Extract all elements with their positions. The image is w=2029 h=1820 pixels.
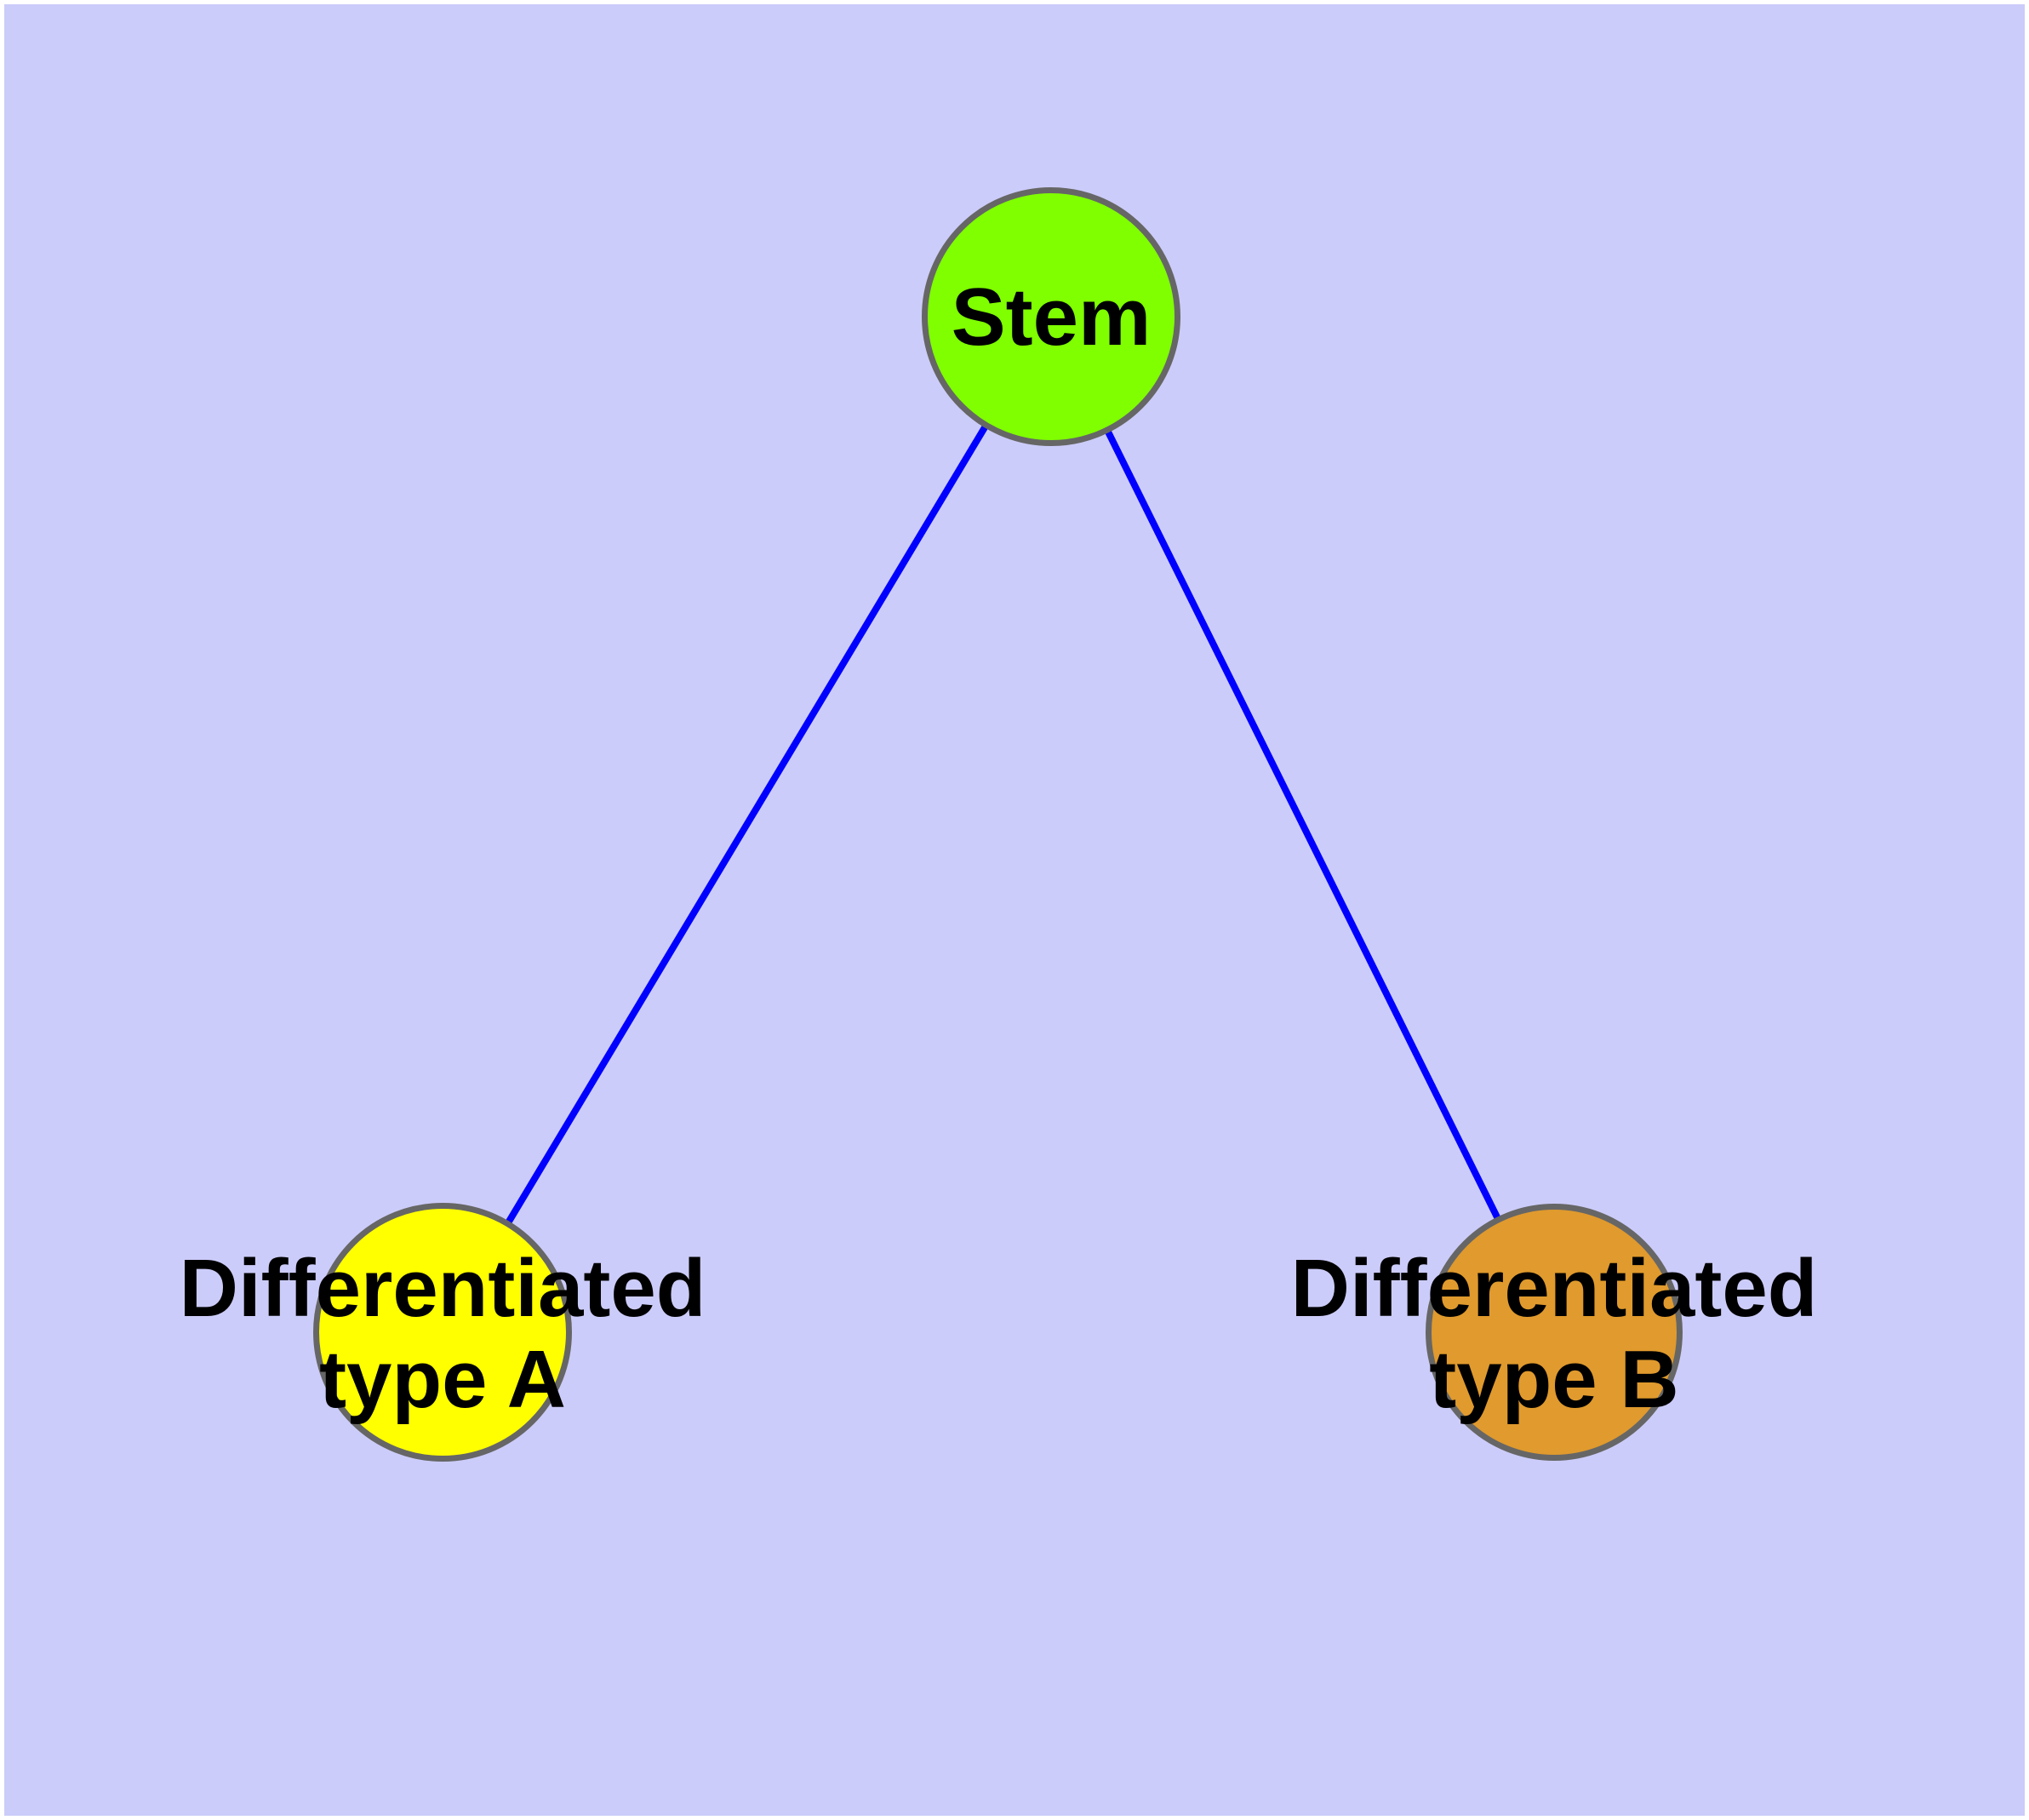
node-differentiated-type-a-label-line2: type A [319, 1334, 566, 1425]
node-differentiated-type-a[interactable]: Differentiated type A [180, 1203, 706, 1462]
edge-stem-to-differentiated-type-a[interactable] [439, 314, 1055, 1335]
node-stem-circle[interactable] [922, 187, 1180, 446]
node-differentiated-type-b-label-line2: type B [1429, 1334, 1678, 1425]
node-layer: Stem Differentiated type A Differentiate… [180, 187, 1818, 1462]
node-differentiated-type-b[interactable]: Differentiated type B [1291, 1204, 1818, 1461]
node-differentiated-type-a-label-line1: Differentiated [180, 1243, 706, 1334]
edge-layer [439, 314, 1557, 1335]
node-stem[interactable]: Stem [922, 187, 1180, 446]
node-stem-label: Stem [952, 272, 1152, 363]
edge-stem-to-differentiated-type-b[interactable] [1048, 315, 1557, 1334]
node-differentiated-type-b-circle[interactable] [1426, 1204, 1683, 1461]
node-differentiated-type-a-circle[interactable] [313, 1203, 572, 1462]
node-differentiated-type-b-label-line1: Differentiated [1291, 1243, 1818, 1334]
